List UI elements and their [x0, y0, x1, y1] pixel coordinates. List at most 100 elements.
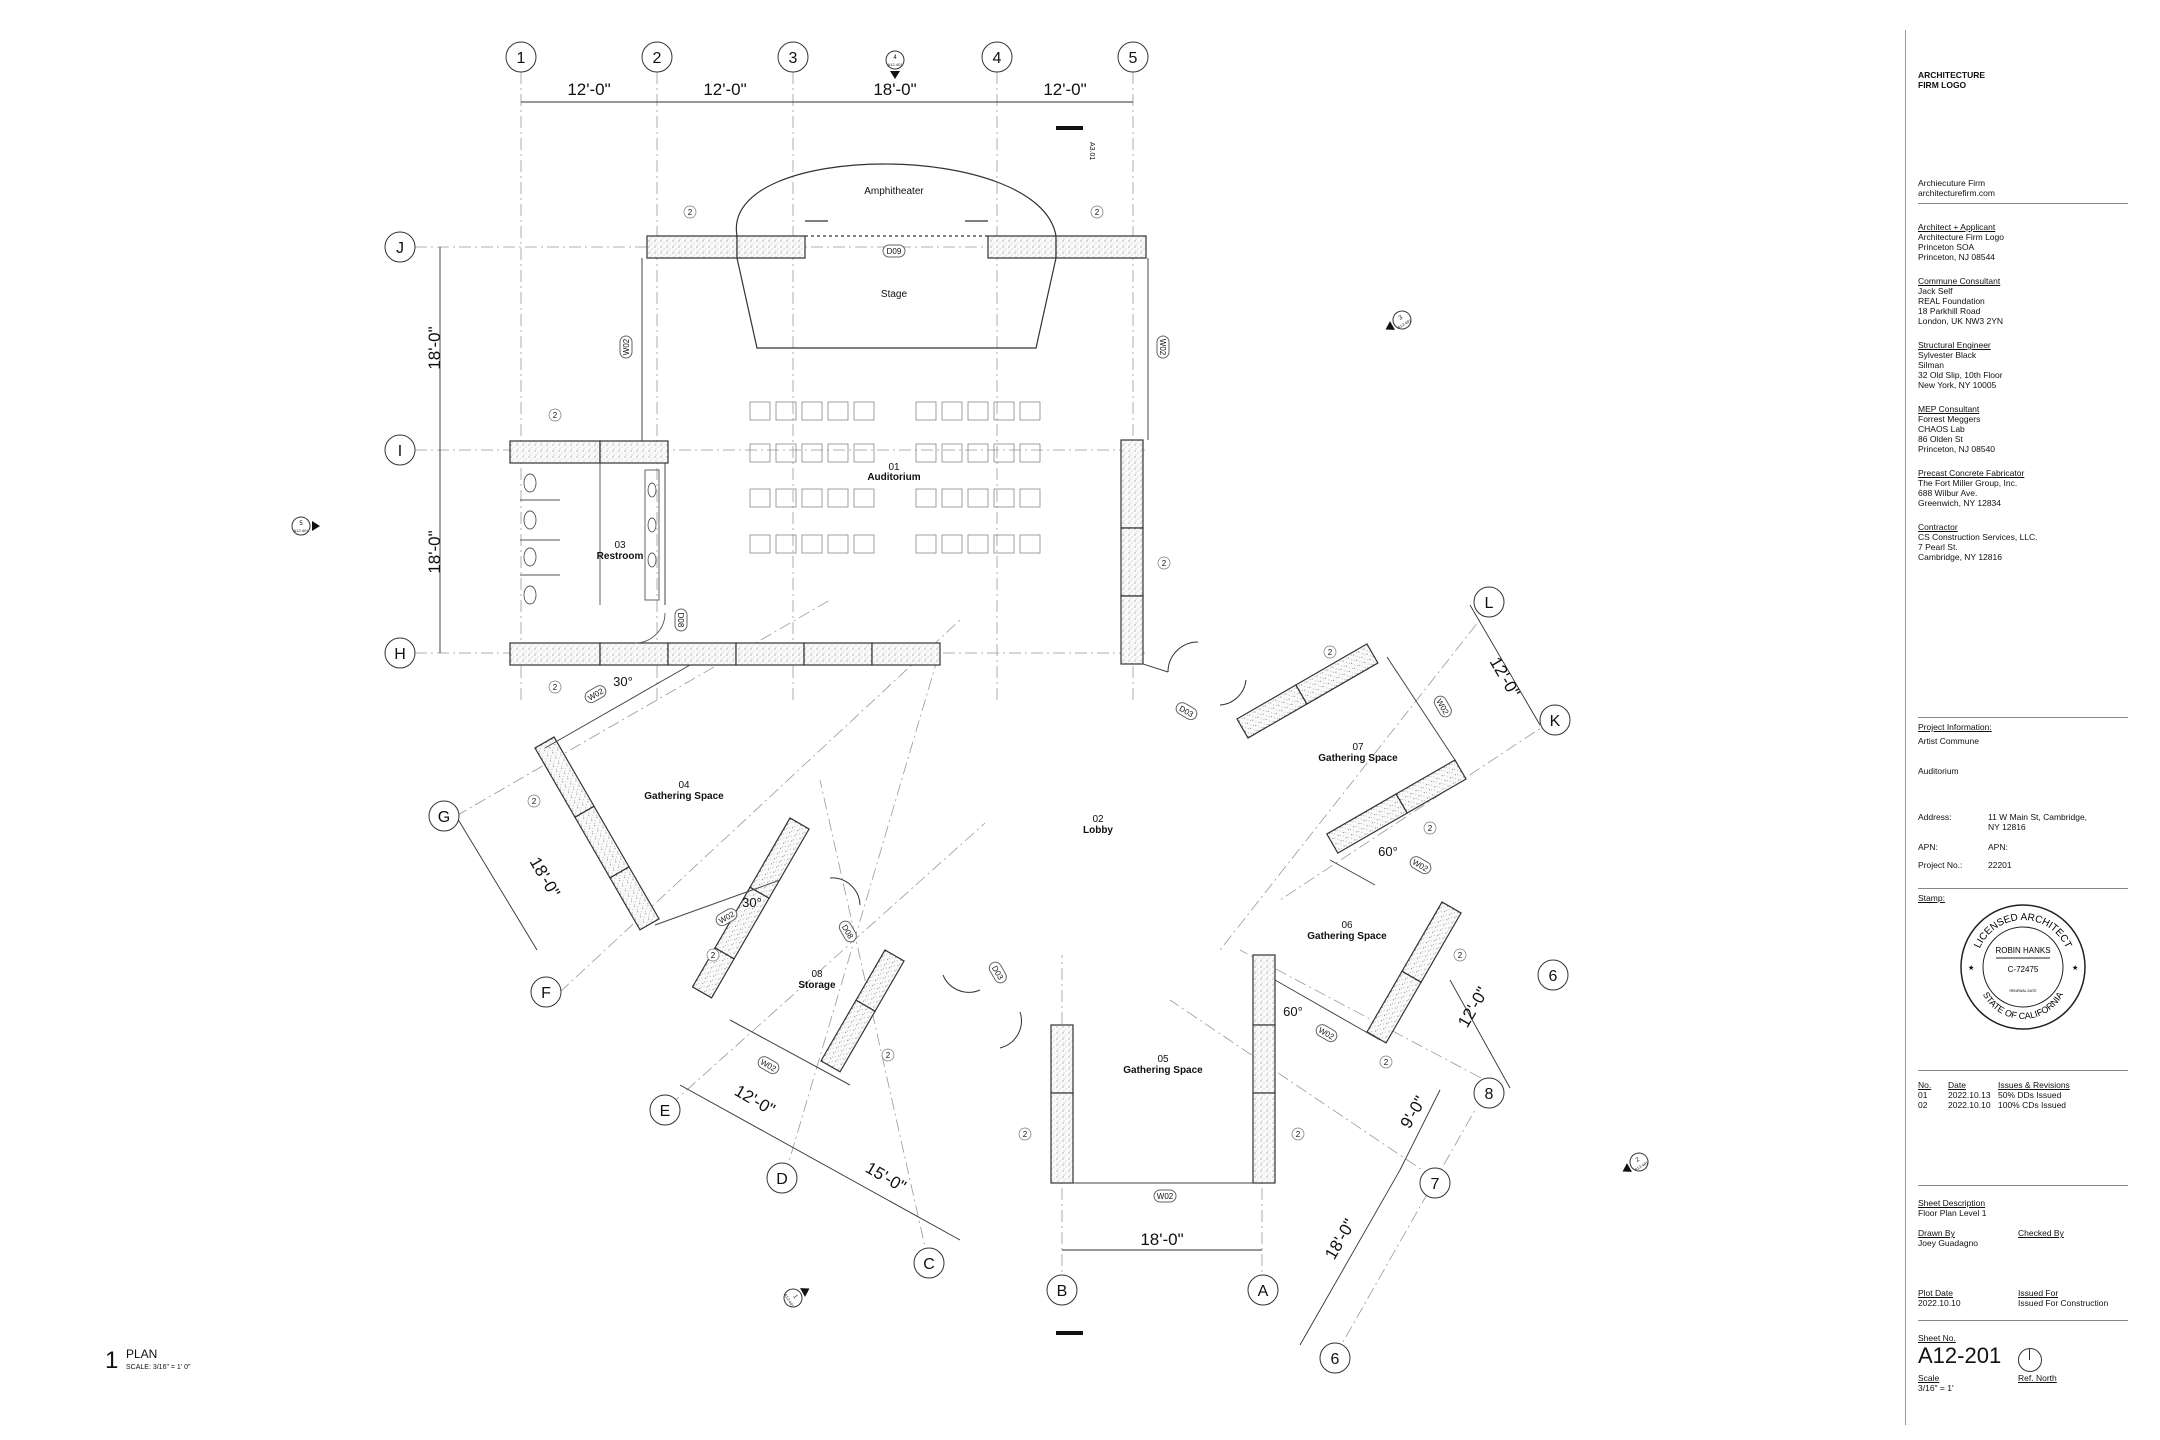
grid-bubble-label: 1 — [517, 50, 526, 67]
grid-bubble-label: 4 — [993, 50, 1002, 67]
dim-8-7: 9'-0" — [1397, 1093, 1430, 1132]
svg-text:2: 2 — [1635, 1157, 1641, 1164]
panel-type-tag — [1090, 205, 1104, 219]
dim-e-d: 12'-0" — [731, 1081, 778, 1119]
grid-bubble-label: B — [1057, 1283, 1068, 1300]
svg-text:A12-401: A12-401 — [887, 62, 903, 67]
svg-text:W02: W02 — [1158, 339, 1167, 356]
seat — [749, 488, 771, 508]
room-06-name: Gathering Space — [1307, 931, 1387, 942]
grid-bubble — [530, 976, 562, 1008]
grid-bubble-label: 5 — [1129, 50, 1138, 67]
svg-text:D08: D08 — [676, 613, 685, 628]
dim-g-f: 18'-0" — [526, 854, 564, 901]
grid-bubble-label: K — [1550, 713, 1561, 730]
svg-text:W02: W02 — [1157, 1192, 1174, 1201]
grid-bubble-label: H — [394, 646, 406, 663]
room-01-num: 01 — [888, 462, 900, 473]
seat — [1019, 534, 1041, 554]
amphitheater-stage — [736, 163, 1057, 349]
seat — [941, 534, 963, 554]
precast-wall-panels — [509, 235, 1467, 1184]
seat — [853, 534, 875, 554]
sheet-description: Sheet Description Floor Plan Level 1 — [1918, 1198, 1987, 1218]
svg-text:60°: 60° — [1378, 844, 1398, 859]
grid-bubble-label: J — [396, 240, 404, 257]
svg-text:LICENSED ARCHITECT: LICENSED ARCHITECT — [1973, 912, 2074, 950]
panel-type-tag — [881, 1048, 895, 1062]
room-labels: Amphitheater Stage 01 Auditorium 02 Lobb… — [597, 186, 1399, 1076]
seat — [941, 443, 963, 463]
firm-logo: ARCHITECTURE FIRM LOGO — [1918, 70, 1986, 90]
panel-type-tag-label: 2 — [688, 208, 693, 217]
stage-label: Stage — [881, 289, 908, 300]
panel-type-tag-label: 2 — [1023, 1130, 1028, 1139]
room-08-num: 08 — [811, 969, 823, 980]
auditorium-seats — [749, 401, 1041, 554]
room-02-num: 02 — [1092, 814, 1104, 825]
svg-text:5: 5 — [299, 521, 303, 527]
grid-bubble — [777, 41, 809, 73]
seat — [827, 443, 849, 463]
panel-type-tag — [683, 205, 697, 219]
grid-bubble — [428, 800, 460, 832]
room-05-num: 05 — [1157, 1054, 1169, 1065]
door-swings — [829, 641, 1247, 1049]
svg-text:★: ★ — [2072, 964, 2078, 972]
grid-bubble-label: 6 — [1331, 1351, 1340, 1368]
svg-text:60°: 60° — [1283, 1004, 1303, 1019]
seat — [801, 534, 823, 554]
seat — [749, 401, 771, 421]
dimension-lines — [439, 101, 1541, 1346]
seat — [967, 443, 989, 463]
seat — [853, 488, 875, 508]
grid-bubble — [1537, 959, 1569, 991]
project-info-label: Project Information: — [1918, 722, 1992, 732]
gridlines — [415, 72, 1554, 1357]
room-08-name: Storage — [798, 980, 836, 991]
panel-type-tag-label: 2 — [711, 951, 716, 960]
grid-bubble-label: G — [438, 809, 450, 826]
dim-1-2: 12'-0" — [567, 80, 610, 99]
seat — [1019, 443, 1041, 463]
panel-type-tag-label: 2 — [886, 1051, 891, 1060]
grid-bubble-label: C — [923, 1256, 935, 1273]
grid-bubble — [1473, 1077, 1505, 1109]
seat — [827, 534, 849, 554]
svg-text:A12-401: A12-401 — [293, 528, 309, 533]
panel-type-tag-label: 2 — [1095, 208, 1100, 217]
grid-bubble — [384, 637, 416, 669]
grid-bubble-label: 8 — [1485, 1086, 1494, 1103]
svg-text:A3.01: A3.01 — [1088, 142, 1095, 160]
seat — [967, 401, 989, 421]
project-no-row: Project No.:22201 — [1918, 860, 2012, 870]
grid-bubble — [505, 41, 537, 73]
svg-text:4: 4 — [893, 55, 897, 61]
seat — [853, 443, 875, 463]
room-05-name: Gathering Space — [1123, 1065, 1203, 1076]
dim-j-i: 18'-0" — [425, 326, 444, 369]
room-03-name: Restroom — [597, 551, 644, 562]
amphitheater-label: Amphitheater — [864, 186, 924, 197]
seat — [941, 401, 963, 421]
seat — [827, 401, 849, 421]
grid-bubble-label: D — [776, 1171, 788, 1188]
seat — [915, 534, 937, 554]
door-wall-tags: D09 D08 D03 D08 D03 W02 W02 W02 W02 W02 … — [584, 244, 1452, 1203]
address-row: Address:11 W Main St, Cambridge,NY 12816 — [1918, 812, 2088, 832]
seat — [853, 401, 875, 421]
grid-bubble-label: I — [398, 443, 402, 460]
panel-type-tag — [1423, 821, 1437, 835]
room-02-name: Lobby — [1083, 825, 1113, 836]
dim-b-a: 18'-0" — [1140, 1230, 1183, 1249]
svg-text:ROBIN HANKS: ROBIN HANKS — [1995, 946, 2050, 955]
